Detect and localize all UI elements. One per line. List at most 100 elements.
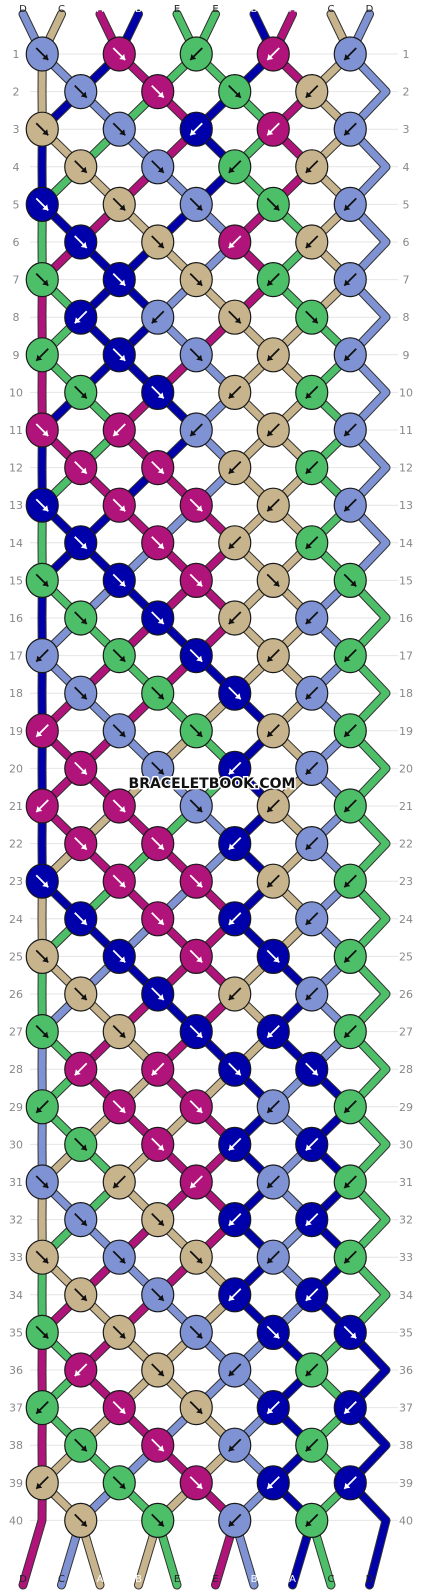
knot-arrow-head — [157, 542, 164, 549]
knot — [141, 224, 175, 260]
knot — [295, 525, 329, 561]
knot-arrow-head — [344, 1181, 351, 1188]
knot-arrow-head — [119, 655, 126, 662]
knot — [295, 450, 329, 486]
row-number-left: 16 — [9, 612, 23, 625]
knot-arrow-head — [305, 467, 312, 474]
knot — [218, 224, 252, 260]
knot — [333, 1314, 367, 1351]
knot-arrow-head — [119, 1106, 126, 1113]
knot-arrow-head — [113, 429, 120, 436]
row-number-left: 4 — [13, 161, 20, 174]
knot — [179, 1389, 213, 1426]
knot-arrow-head — [74, 1069, 81, 1076]
knot — [218, 450, 252, 486]
knot-arrow-head — [344, 1407, 351, 1414]
knot — [64, 976, 98, 1012]
knot — [25, 562, 59, 599]
knot — [218, 1126, 252, 1163]
knot-arrow-head — [36, 655, 43, 662]
row-number-left: 27 — [9, 1026, 23, 1039]
knot — [141, 1126, 175, 1163]
string-label-bottom: E — [212, 1574, 218, 1585]
row-number-right: 16 — [399, 612, 413, 625]
knot — [102, 337, 136, 373]
row-number-left: 10 — [9, 386, 23, 399]
string-label-top: E — [212, 4, 218, 15]
knot — [64, 1277, 98, 1313]
knot-arrow-head — [42, 279, 49, 286]
row-number-left: 14 — [9, 537, 23, 550]
knot — [141, 600, 175, 636]
knot-arrow-head — [305, 1219, 312, 1226]
knot — [102, 186, 136, 222]
knot-arrow-head — [80, 467, 87, 474]
knot — [333, 1164, 367, 1200]
knot — [295, 675, 329, 711]
knot-arrow-head — [344, 881, 351, 888]
knot — [25, 863, 59, 899]
knot-arrow-head — [196, 580, 203, 587]
row-number-left: 5 — [13, 198, 20, 211]
knot — [141, 1427, 175, 1463]
row-number-right: 39 — [399, 1477, 413, 1490]
knot — [102, 487, 136, 523]
knot-arrow-head — [305, 241, 312, 248]
row-number-right: 11 — [399, 424, 413, 437]
knot-arrow-head — [344, 204, 351, 211]
knot-arrow-head — [267, 1482, 274, 1489]
knot-arrow-head — [157, 1294, 164, 1301]
knot-arrow-head — [267, 505, 274, 512]
row-number-right: 24 — [399, 913, 413, 926]
row-number-right: 2 — [403, 86, 410, 99]
knot-arrow-head — [228, 1219, 235, 1226]
knot-arrow-head — [196, 730, 203, 737]
knot — [25, 1013, 59, 1050]
knot-arrow-head — [80, 993, 87, 1000]
knot-arrow-head — [228, 617, 235, 624]
knot-arrow-head — [344, 505, 351, 512]
knot-arrow-head — [36, 730, 43, 737]
knot — [256, 863, 290, 899]
knot-arrow-head — [267, 129, 274, 136]
row-number-right: 28 — [399, 1063, 413, 1076]
knot — [25, 1465, 59, 1501]
knot-arrow-head — [119, 279, 126, 286]
knot-arrow-head — [157, 1144, 164, 1151]
knot — [25, 788, 59, 824]
knot-arrow-head — [228, 1369, 235, 1376]
knot-arrow-head — [157, 768, 164, 775]
knot — [218, 1277, 252, 1313]
knot-arrow-head — [42, 1031, 49, 1038]
string-label-bottom: B — [251, 1574, 258, 1585]
knot-arrow-head — [344, 1257, 351, 1264]
knots — [25, 36, 367, 1539]
row-number-left: 29 — [9, 1101, 23, 1114]
knot-arrow-head — [36, 1482, 43, 1489]
knot-arrow-head — [42, 53, 49, 60]
knot-arrow-head — [36, 354, 43, 361]
knot — [256, 262, 290, 298]
string-label-top: A — [97, 4, 104, 15]
knot-arrow-head — [267, 805, 274, 812]
knot-arrow-head — [196, 956, 203, 963]
knot — [333, 788, 367, 824]
row-number-right: 13 — [399, 499, 413, 512]
row-number-right: 29 — [399, 1101, 413, 1114]
knot-arrow-head — [228, 1294, 235, 1301]
knot — [333, 1239, 367, 1275]
knot-arrow-head — [311, 317, 318, 324]
row-number-left: 26 — [9, 988, 23, 1001]
row-number-right: 32 — [399, 1214, 413, 1227]
knot-arrow-head — [119, 354, 126, 361]
knot-arrow-head — [42, 204, 49, 211]
knot — [25, 186, 59, 222]
knot-arrow-head — [267, 53, 274, 60]
knot-arrow-head — [119, 53, 126, 60]
knot-arrow-head — [42, 129, 49, 136]
knot — [333, 863, 367, 899]
string-label-bottom: C — [58, 1574, 65, 1585]
string-label-top: D — [19, 4, 27, 15]
knot-arrow-head — [157, 617, 164, 624]
